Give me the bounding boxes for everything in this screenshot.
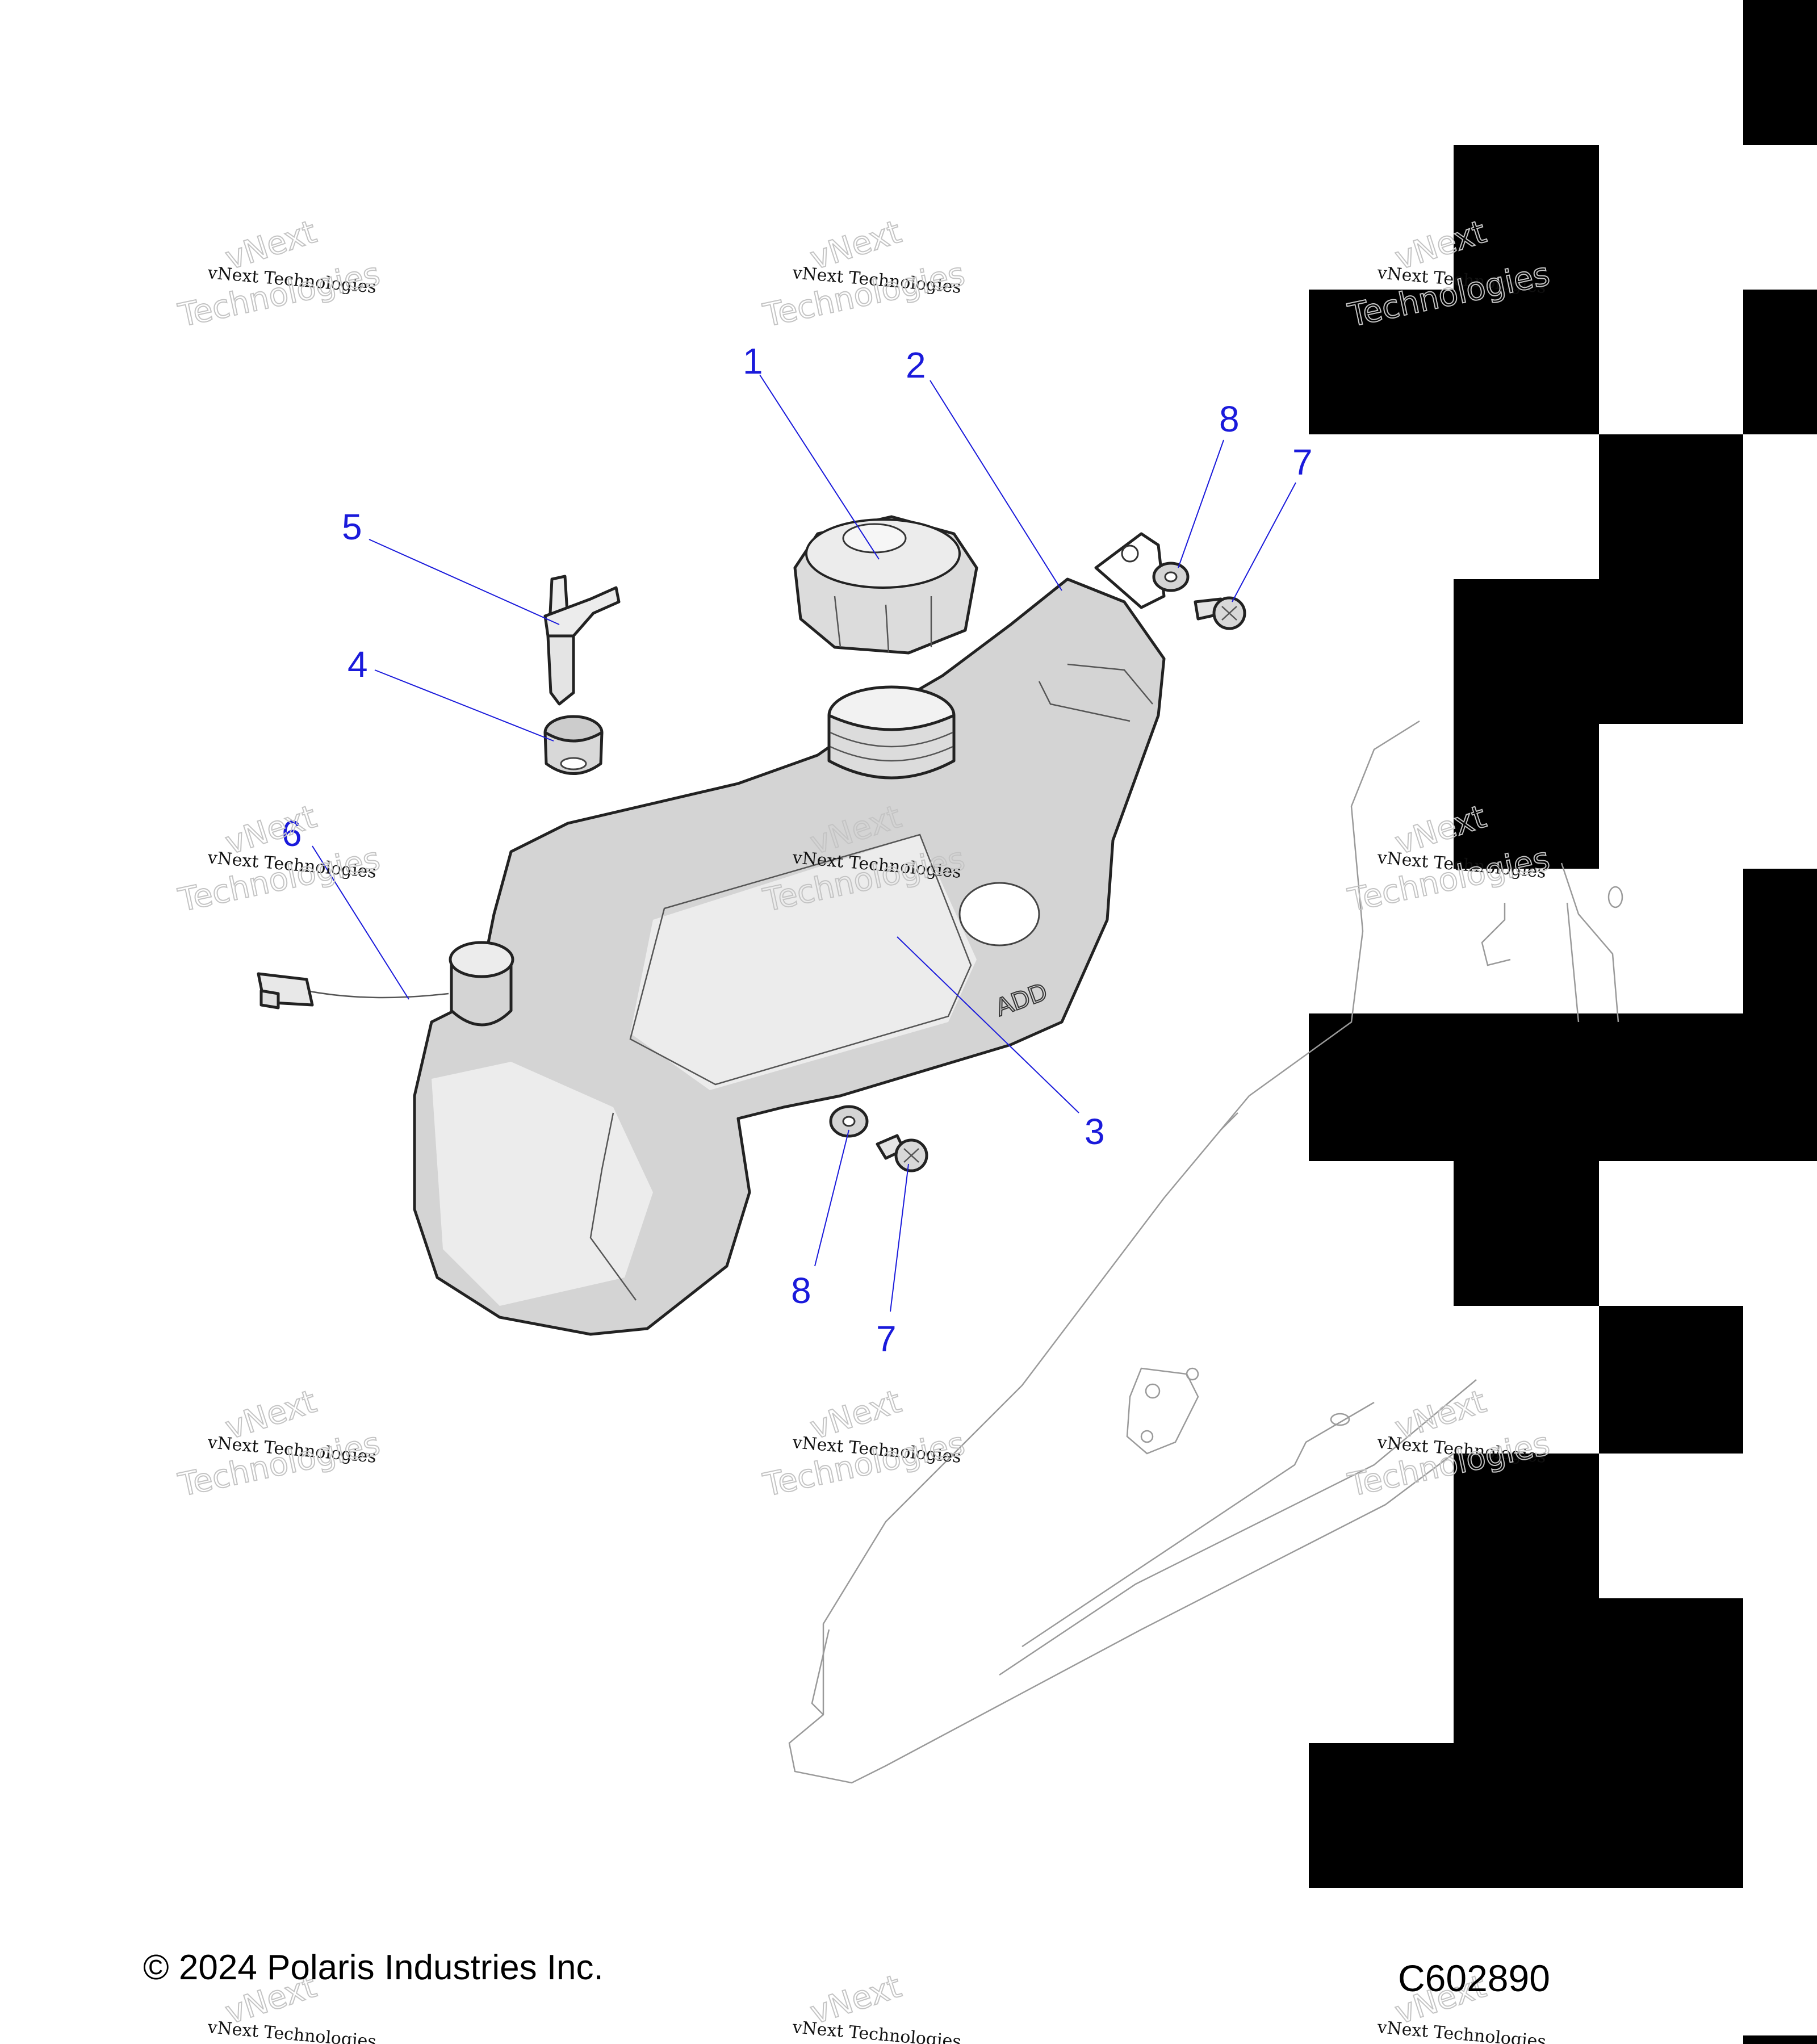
svg-text:Technologies: Technologies bbox=[175, 1425, 383, 1504]
leader-lines bbox=[312, 374, 1296, 1312]
svg-text:Technologies: Technologies bbox=[1345, 840, 1552, 919]
svg-text:vNext: vNext bbox=[1391, 1383, 1491, 1447]
screw-bottom bbox=[876, 1134, 928, 1172]
copyright-notice: © 2024 Polaris Industries Inc. bbox=[143, 1948, 604, 1987]
level-sensor bbox=[257, 941, 514, 1027]
callout-5: 5 bbox=[342, 506, 362, 547]
watermark: vNext Technologies vNext Technologies bbox=[174, 798, 383, 920]
watermark: vNext Technologies vNext Technologies bbox=[174, 213, 383, 335]
reservoir-cap bbox=[793, 515, 978, 655]
svg-text:Technologies: Technologies bbox=[175, 840, 383, 919]
washer-bottom bbox=[829, 1105, 869, 1138]
svg-text:vNext: vNext bbox=[221, 1383, 321, 1447]
callout-2: 2 bbox=[906, 345, 926, 386]
watermark: vNext Technologies vNext Technologies bbox=[759, 213, 968, 335]
grommet bbox=[543, 715, 604, 775]
watermark: vNext Technologies vNext bbox=[791, 1967, 962, 2044]
drawing-number: C602890 bbox=[1398, 1957, 1550, 1999]
vehicle-frame-outline bbox=[788, 720, 1623, 1784]
svg-text:vNext: vNext bbox=[806, 1383, 906, 1447]
black-block-pattern bbox=[1309, 0, 1817, 2044]
screw-top bbox=[1194, 596, 1246, 630]
watermark: vNext Technologies vNext Technologies bbox=[174, 1383, 383, 1505]
reservoir-tank: ADD bbox=[413, 532, 1166, 1336]
callout-8-bottom: 8 bbox=[791, 1270, 811, 1311]
tee-fitting bbox=[543, 575, 621, 706]
svg-text:Technologies: Technologies bbox=[760, 1425, 968, 1504]
svg-text:vNext: vNext bbox=[806, 1968, 906, 2032]
svg-text:Technologies: Technologies bbox=[175, 256, 383, 334]
svg-text:Technologies: Technologies bbox=[760, 256, 968, 334]
washer-top bbox=[1152, 562, 1190, 592]
svg-text:vNext: vNext bbox=[221, 213, 321, 277]
svg-text:vNext: vNext bbox=[806, 213, 906, 277]
callout-7-top: 7 bbox=[1292, 442, 1313, 483]
svg-text:vNext: vNext bbox=[221, 798, 321, 862]
callout-6: 6 bbox=[282, 813, 302, 854]
callout-1: 1 bbox=[743, 341, 763, 382]
callout-7-bottom: 7 bbox=[876, 1318, 897, 1359]
callout-3: 3 bbox=[1085, 1111, 1105, 1152]
watermark: vNext Technologies vNext Technologies bbox=[759, 1383, 968, 1505]
callout-4: 4 bbox=[348, 644, 368, 685]
callout-labels: 1 2 8 7 5 4 6 3 8 7 bbox=[282, 341, 1313, 1359]
callout-8-top: 8 bbox=[1219, 399, 1240, 439]
